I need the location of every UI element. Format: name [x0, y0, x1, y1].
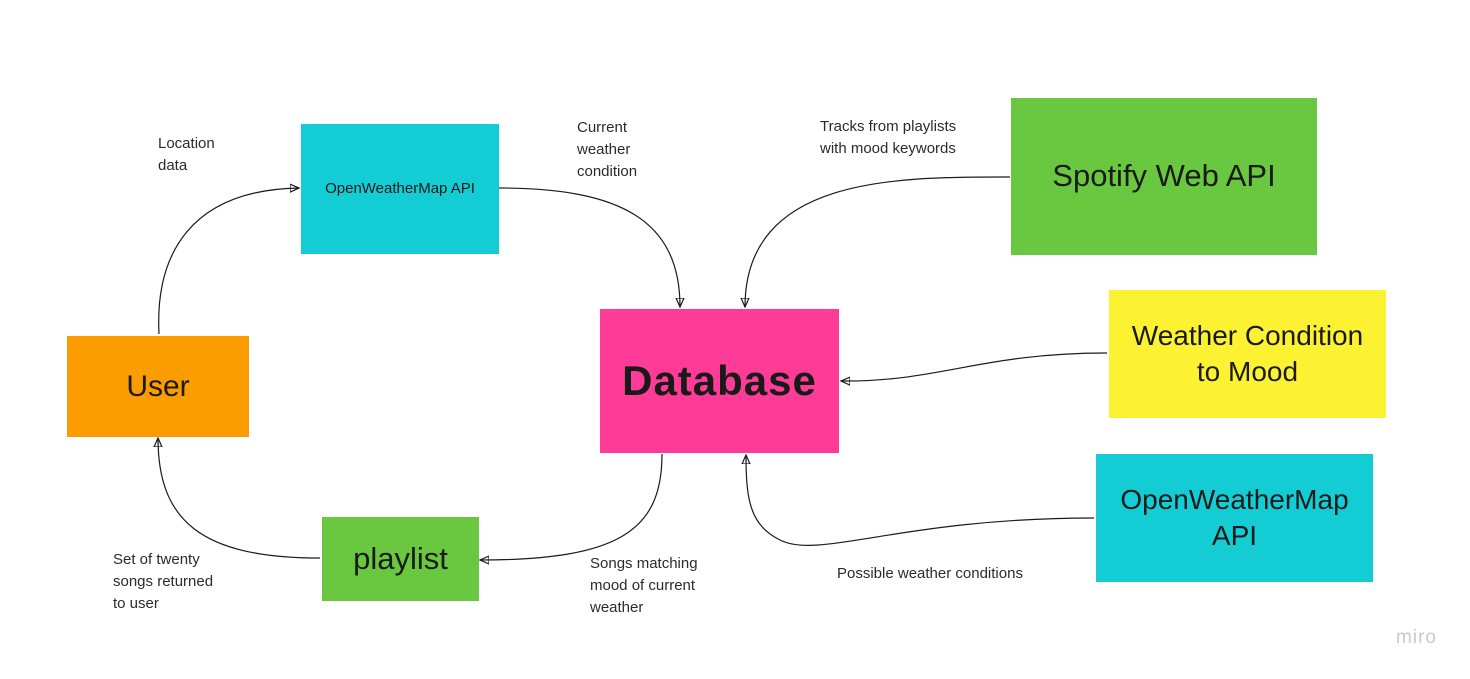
spotify-web-api-label: Spotify Web API: [1052, 158, 1276, 194]
playlist-node[interactable]: playlist: [322, 517, 479, 601]
database-node[interactable]: Database: [600, 309, 839, 453]
edge-owm-right-to-database: [746, 455, 1095, 546]
openweathermap-api-top-label: OpenWeatherMap API: [325, 180, 475, 198]
label-location-data: Location data: [158, 135, 215, 174]
label-possible-weather-conditions: Possible weather conditions: [837, 565, 1023, 582]
label-tracks-from-playlists: Tracks from playlists with mood keywords: [820, 118, 957, 157]
edge-database-to-playlist: [480, 453, 663, 560]
openweathermap-api-right-label: OpenWeatherMap API: [1120, 483, 1349, 551]
edge-spotify-to-database: [745, 176, 1011, 307]
edge-user-to-owm: [158, 188, 299, 335]
label-current-weather-condition: Current weather condition: [577, 119, 638, 180]
miro-watermark: miro: [1396, 627, 1437, 648]
weather-condition-to-mood-label: Weather Condition to Mood: [1131, 319, 1364, 387]
edge-playlist-to-user: [158, 438, 321, 559]
label-songs-matching-mood: Songs matching mood of current weather: [590, 555, 698, 616]
openweathermap-api-right-node[interactable]: OpenWeatherMap API: [1096, 454, 1373, 582]
openweathermap-api-top-node[interactable]: OpenWeatherMap API: [301, 124, 499, 254]
playlist-node-label: playlist: [353, 540, 448, 576]
database-node-label: Database: [622, 356, 817, 404]
edge-mood-to-database: [841, 352, 1108, 381]
user-node-label: User: [126, 370, 190, 403]
weather-condition-to-mood-node[interactable]: Weather Condition to Mood: [1109, 290, 1386, 418]
user-node[interactable]: User: [67, 336, 249, 437]
label-set-of-twenty-songs: Set of twenty songs returned to user: [113, 551, 214, 612]
spotify-web-api-node[interactable]: Spotify Web API: [1011, 98, 1317, 255]
edge-owm-to-database: [498, 187, 680, 307]
